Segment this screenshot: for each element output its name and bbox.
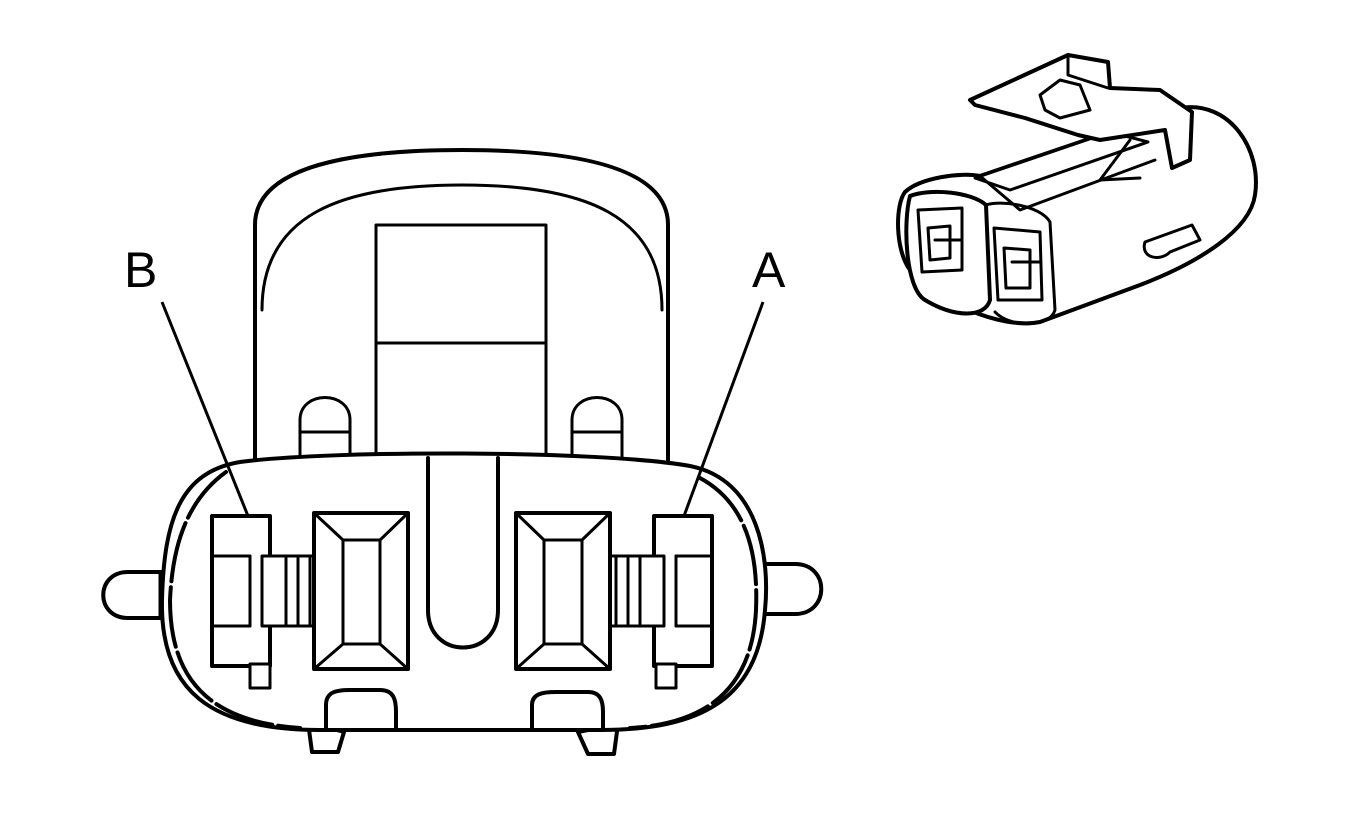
side-peg-right — [753, 562, 824, 616]
body-bottom-tab-right — [530, 690, 605, 730]
connector-isometric-view — [896, 53, 1258, 326]
leader-line-b — [160, 301, 250, 517]
connector-hood-inner-arc — [260, 183, 664, 312]
hood-bump-left — [298, 396, 352, 462]
connector-face-view: B A — [101, 148, 824, 756]
terminal-cavity-a — [514, 511, 714, 690]
center-keyway-slot — [426, 456, 500, 650]
side-peg-left — [101, 570, 172, 620]
terminal-label-a: A — [752, 242, 786, 298]
hood-bump-right — [570, 396, 624, 462]
terminal-label-b: B — [124, 242, 157, 298]
leader-line-a — [682, 301, 765, 517]
terminal-cavity-b — [210, 511, 410, 690]
locking-lever-lower — [374, 341, 548, 460]
locking-lever-upper — [374, 223, 548, 345]
body-bottom-tab-left — [324, 688, 398, 730]
